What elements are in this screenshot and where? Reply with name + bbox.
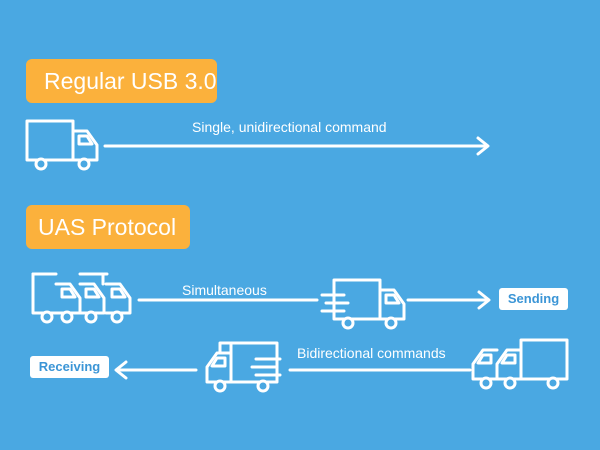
truck-icon [320,278,406,330]
single-command-caption: Single, unidirectional command [192,119,387,135]
sending-tag: Sending [499,288,568,310]
simultaneous-caption: Simultaneous [182,282,267,298]
truck-icon [205,341,282,393]
uas-protocol-label: UAS Protocol [26,205,190,249]
truck-icon [471,338,569,390]
receiving-tag: Receiving [30,356,109,378]
arrow-icon [114,360,198,380]
bidirectional-caption: Bidirectional commands [297,345,446,361]
regular-usb-label: Regular USB 3.0 [26,59,217,103]
arrow-icon [103,136,490,156]
truck-icon [25,119,99,171]
arrow-icon [406,290,491,310]
truck-icon [31,272,132,324]
